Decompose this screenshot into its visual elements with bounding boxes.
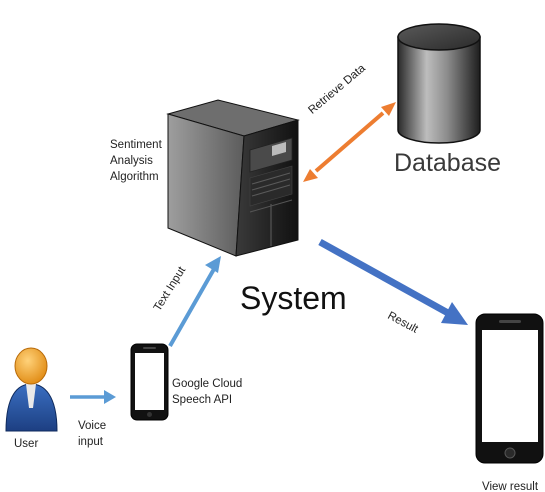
user-label: User: [14, 438, 39, 450]
small-phone-icon: [130, 343, 169, 421]
database-icon: [397, 23, 481, 144]
algorithm-label: Sentiment Analysis Algorithm: [110, 139, 162, 183]
text-input-arrow: [168, 256, 221, 347]
retrieve-data-arrow: [303, 102, 396, 182]
view-result-label: View result: [482, 481, 539, 492]
voice-input-label: Voice input: [78, 420, 107, 448]
large-phone-icon: [475, 313, 544, 464]
result-arrow: [318, 238, 468, 325]
server-icon: [166, 99, 300, 257]
system-label: System: [240, 280, 347, 316]
user-avatar-icon: [5, 347, 58, 432]
voice-input-arrow: [70, 390, 116, 404]
cloud-api-label: Google Cloud Speech API: [172, 378, 243, 406]
database-label: Database: [394, 149, 502, 177]
